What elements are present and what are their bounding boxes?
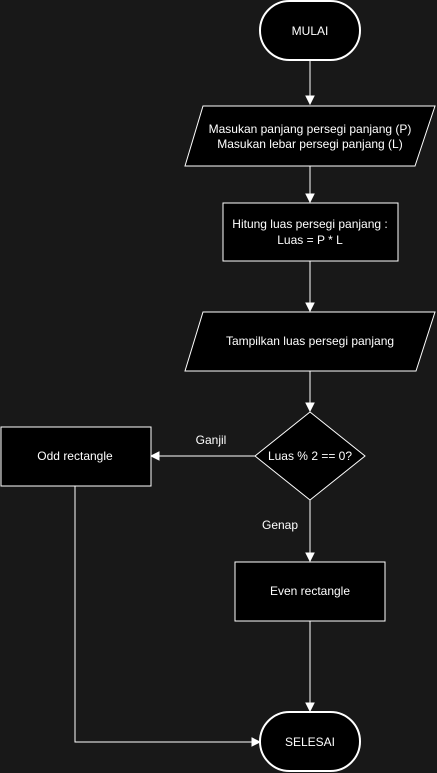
process-label-line1: Hitung luas persegi panjang : (232, 217, 387, 231)
output-parallelogram-shape (184, 311, 436, 372)
input-parallelogram-shape (184, 105, 436, 167)
odd-label: Odd rectangle (37, 449, 113, 463)
end-node: SELESAI (259, 711, 361, 772)
output-label: Tampilkan luas persegi panjang (226, 334, 394, 348)
edge-label-ganjil: Ganjil (196, 433, 227, 447)
end-label: SELESAI (285, 735, 335, 749)
start-node: MULAI (259, 0, 361, 61)
arrowhead (149, 451, 160, 461)
connectors (74, 60, 315, 747)
process-node: Hitung luas persegi panjang : Luas = P *… (222, 202, 399, 262)
arrowhead (305, 95, 315, 106)
odd-node: Odd rectangle (0, 426, 152, 487)
even-label: Even rectangle (270, 584, 350, 598)
decision-node: Luas % 2 == 0? (254, 411, 366, 501)
even-rectangle-shape (234, 561, 386, 622)
input-label-line1: Masukan panjang persegi panjang (P) (209, 122, 412, 136)
output-node: Tampilkan luas persegi panjang (184, 311, 436, 372)
arrowhead (251, 737, 262, 747)
arrowhead (305, 302, 315, 313)
even-node: Even rectangle (234, 561, 386, 622)
decision-label: Luas % 2 == 0? (268, 449, 352, 463)
input-node: Masukan panjang persegi panjang (P) Masu… (184, 105, 436, 167)
odd-rectangle-shape (0, 426, 152, 487)
process-rectangle-shape (222, 202, 399, 262)
decision-diamond-shape (254, 411, 366, 501)
arrowhead (305, 552, 315, 563)
arrowhead (305, 402, 315, 413)
arrowhead (305, 702, 315, 713)
end-terminator-shape (259, 711, 361, 772)
start-label: MULAI (292, 24, 329, 38)
edge-label-genap: Genap (262, 518, 298, 532)
start-terminator-shape (259, 0, 361, 61)
edge-odd-to-end (74, 486, 254, 743)
process-label-line2: Luas = P * L (277, 233, 343, 247)
input-label-line2: Masukan lebar persegi panjang (L) (217, 137, 402, 151)
arrowhead (305, 193, 315, 204)
